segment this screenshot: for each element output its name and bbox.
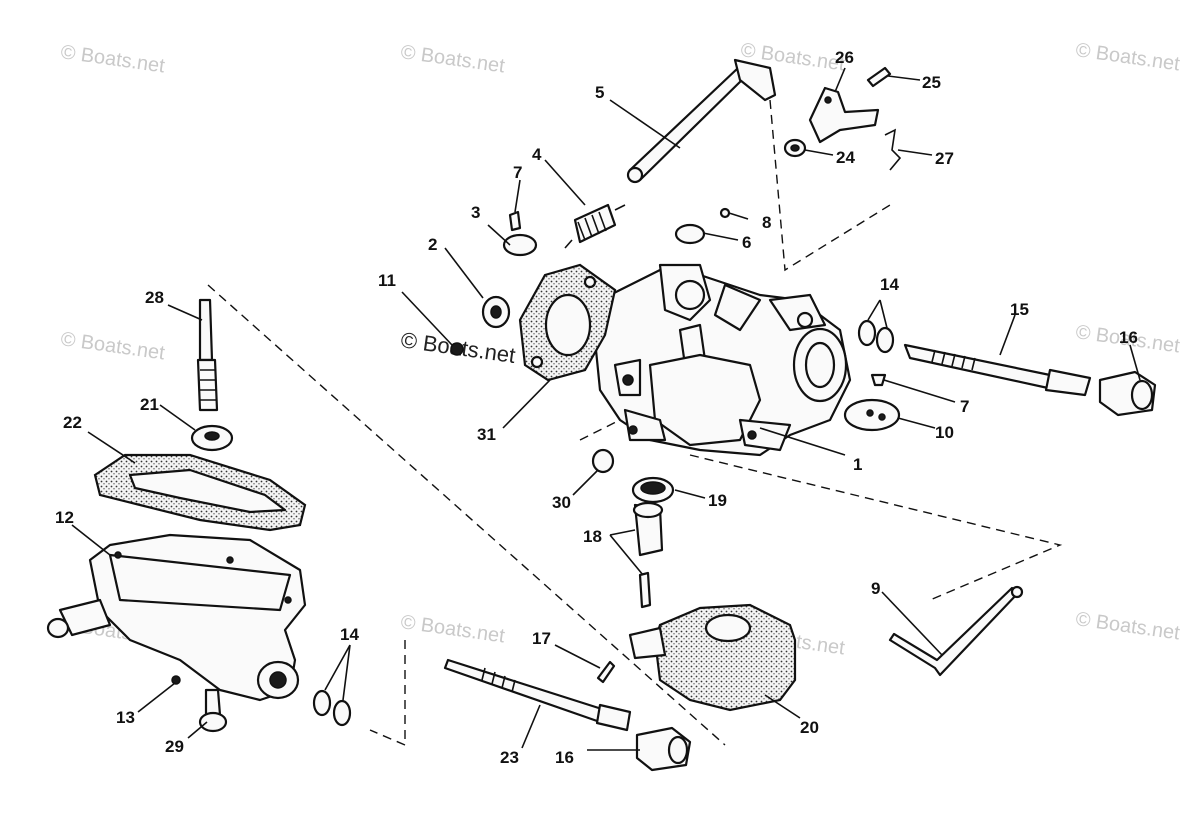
callout-11: 11	[378, 271, 396, 290]
callout-27: 27	[935, 149, 954, 168]
callout-9: 9	[871, 579, 880, 598]
float-part-20	[628, 603, 797, 712]
watermark: © Boats.net	[399, 41, 506, 77]
watermark: © Boats.net	[399, 611, 506, 647]
callout-30: 30	[552, 493, 571, 512]
callout-6: 6	[742, 233, 751, 252]
callout-14: 14	[340, 625, 359, 644]
callout-7: 7	[513, 163, 522, 182]
carburetor-body-part-1	[593, 263, 852, 457]
nut-part-11	[450, 342, 464, 356]
watermark: © Boats.net	[1074, 608, 1181, 644]
rod-part-9	[888, 585, 1024, 677]
washers-part-14	[312, 319, 895, 727]
callout-23: 23	[500, 748, 519, 767]
callout-16: 16	[555, 748, 574, 767]
float-bowl-part-12	[46, 533, 307, 702]
pin-part-8	[719, 207, 749, 220]
callout-8: 8	[762, 213, 771, 232]
seal-part-2	[481, 295, 511, 329]
callout-22: 22	[63, 413, 82, 432]
callout-7: 7	[960, 397, 969, 416]
callout-24: 24	[836, 148, 855, 167]
main-needle-part-23	[443, 658, 632, 732]
watermark: © Boats.net	[59, 41, 166, 77]
screw-part-25	[866, 66, 892, 88]
disc-part-3	[502, 233, 538, 257]
flange-gasket-part-31	[518, 263, 617, 382]
packing-nut-part-16	[635, 370, 1157, 772]
washer-part-24	[783, 138, 807, 158]
ball-part-13	[171, 675, 181, 685]
bowl-gasket-part-22	[93, 453, 307, 532]
watermark: © Boats.net	[1074, 39, 1181, 75]
needle-seat-part-18	[632, 501, 664, 609]
callout-29: 29	[165, 737, 184, 756]
callout-1: 1	[853, 455, 862, 474]
callout-2: 2	[428, 235, 437, 254]
callout-13: 13	[116, 708, 135, 727]
throttle-plate-part-10	[843, 398, 901, 432]
pin-part-17	[596, 660, 616, 684]
spring-part-4	[564, 203, 626, 249]
plug-part-30	[591, 448, 615, 474]
callout-26: 26	[835, 48, 854, 67]
callout-5: 5	[595, 83, 604, 102]
callout-25: 25	[922, 73, 941, 92]
lever-part-26	[808, 86, 880, 144]
callout-numbers: 1 2 3 4 5 6 7 7 8 9 10 11 12 13 14 14 15…	[55, 48, 1138, 767]
callout-10: 10	[935, 423, 954, 442]
callout-14: 14	[880, 275, 899, 294]
callout-21: 21	[140, 395, 159, 414]
plug-part-6	[674, 223, 706, 245]
needle-valve-part-15	[903, 343, 1092, 397]
grommet-part-21	[190, 424, 234, 452]
callout-20: 20	[800, 718, 819, 737]
gasket-ring-part-19	[631, 476, 675, 504]
callout-12: 12	[55, 508, 74, 527]
screw-part-7	[508, 210, 887, 387]
leader-lines	[71, 67, 1141, 751]
callout-3: 3	[471, 203, 480, 222]
callout-16: 16	[1119, 328, 1138, 347]
watermark: © Boats.net	[59, 328, 166, 364]
screw-part-29	[198, 688, 228, 733]
callout-17: 17	[532, 629, 551, 648]
callout-28: 28	[145, 288, 164, 307]
callout-4: 4	[532, 145, 542, 164]
spring-clip-part-27	[884, 128, 902, 171]
callout-15: 15	[1010, 300, 1029, 319]
callout-19: 19	[708, 491, 727, 510]
shaft-part-5	[626, 58, 777, 184]
callout-18: 18	[583, 527, 602, 546]
assembly-dashed-lines	[207, 99, 1063, 747]
callout-31: 31	[477, 425, 496, 444]
idle-needle-part-28	[196, 298, 219, 412]
